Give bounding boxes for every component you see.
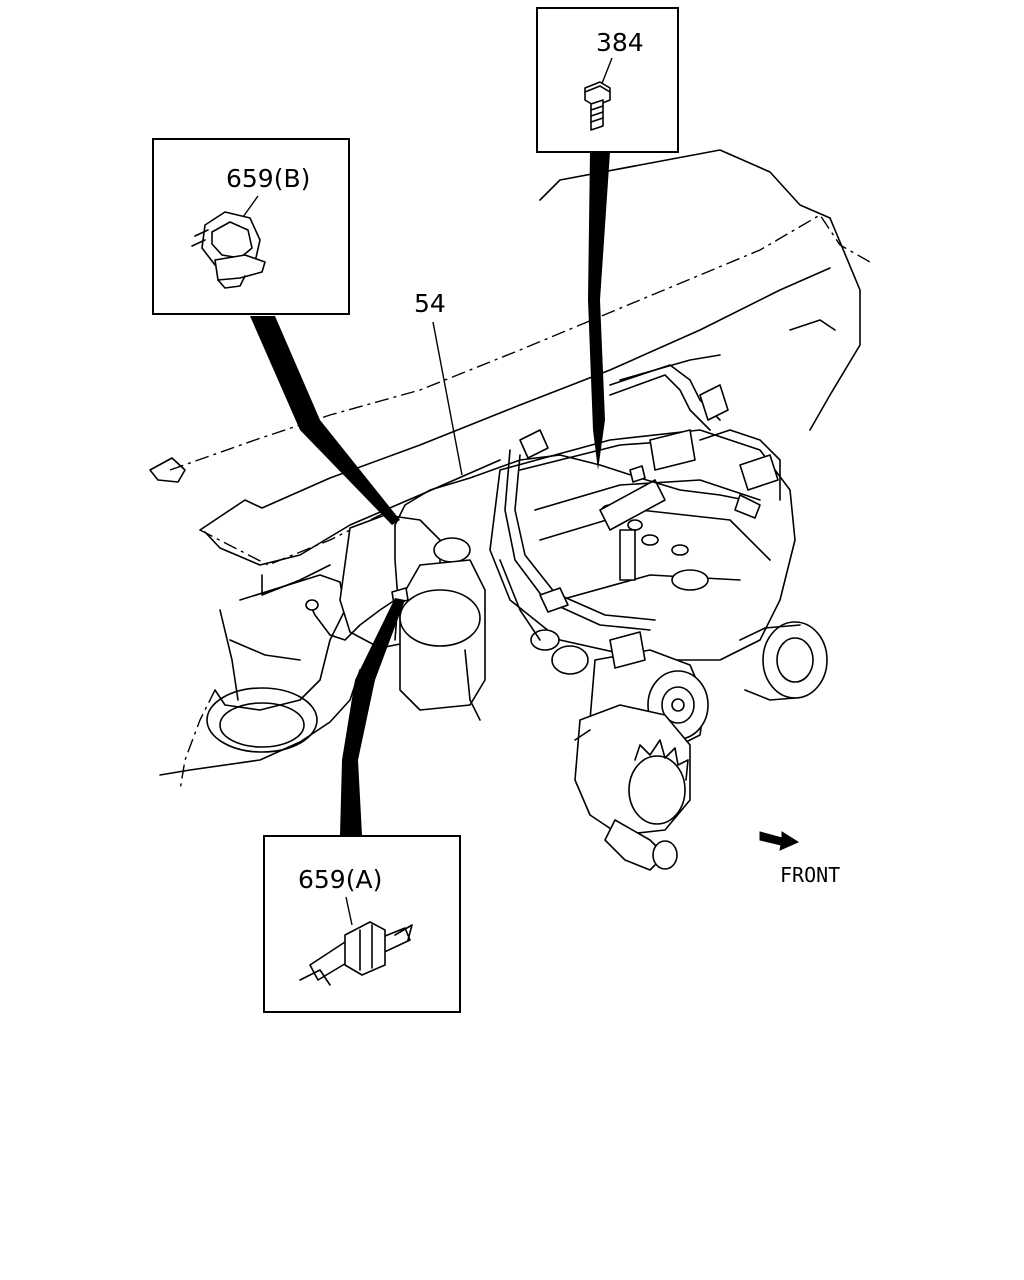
engine-assembly bbox=[489, 364, 828, 871]
harness-54 bbox=[305, 454, 761, 641]
front-label: FRONT bbox=[780, 863, 840, 887]
part-label-54: 54 bbox=[414, 289, 446, 318]
front-indicator: FRONT bbox=[759, 831, 840, 887]
part-label-384: 384 bbox=[596, 28, 644, 57]
part-label-659b: 659(B) bbox=[226, 164, 310, 193]
callout-384: 384 bbox=[536, 7, 679, 470]
part-label-659a: 659(A) bbox=[298, 865, 382, 894]
bolt-icon bbox=[584, 81, 611, 131]
callout-54: 54 bbox=[414, 289, 463, 476]
arrow-right-icon bbox=[759, 831, 800, 851]
callout-659b: 659(B) bbox=[152, 138, 400, 525]
reservoir-tank bbox=[339, 514, 486, 721]
callout-659a: 659(A) bbox=[263, 598, 461, 1013]
body-frame bbox=[149, 149, 871, 791]
bracket-clip-icon bbox=[299, 921, 413, 986]
clamp-clip-icon bbox=[191, 211, 266, 289]
